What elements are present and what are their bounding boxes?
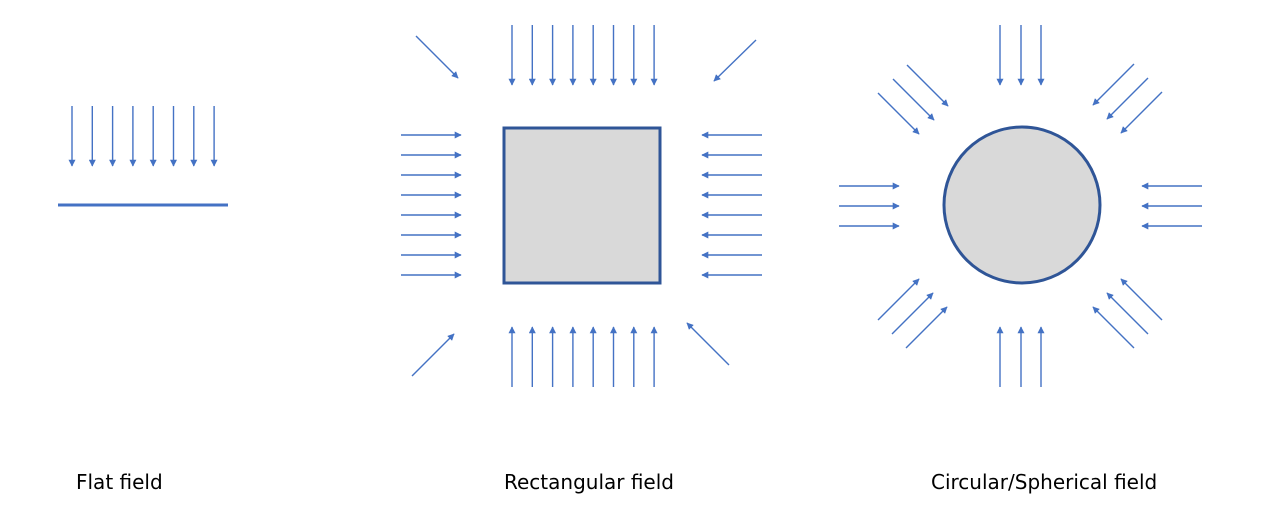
circle-arrow-diagonal [1092, 306, 1135, 349]
rect-arrow-diagonal [713, 39, 757, 82]
rect-arrows [401, 25, 762, 387]
rect-arrow-diagonal [686, 322, 730, 366]
rect-arrow-diagonal [415, 35, 459, 79]
circle-arrow-diagonal [892, 78, 935, 121]
square-body [502, 126, 662, 285]
circle-arrows [839, 25, 1202, 387]
flat-field-caption: Flat field [76, 470, 163, 494]
circle-arrow-diagonal [1106, 77, 1149, 120]
circle-body [942, 125, 1102, 285]
circle-arrow-diagonal [1120, 278, 1163, 321]
circular-field-caption: Circular/Spherical field [931, 470, 1158, 494]
flat-field [58, 106, 228, 207]
circle-arrow-diagonal [877, 278, 920, 321]
circle-arrow-diagonal [1120, 91, 1163, 134]
rectangular-field [401, 25, 762, 387]
circle-arrow-diagonal [906, 64, 949, 107]
circular-field [839, 25, 1202, 387]
rect-arrow-diagonal [411, 333, 455, 377]
circle-arrow-diagonal [877, 92, 920, 135]
circle-arrow-diagonal [905, 306, 948, 349]
rectangular-field-caption: Rectangular field [504, 470, 674, 494]
circle-arrow-diagonal [891, 292, 934, 335]
circle-arrow-diagonal [1106, 292, 1149, 335]
flat-arrows [68, 106, 218, 167]
circle-arrow-diagonal [1092, 63, 1135, 106]
